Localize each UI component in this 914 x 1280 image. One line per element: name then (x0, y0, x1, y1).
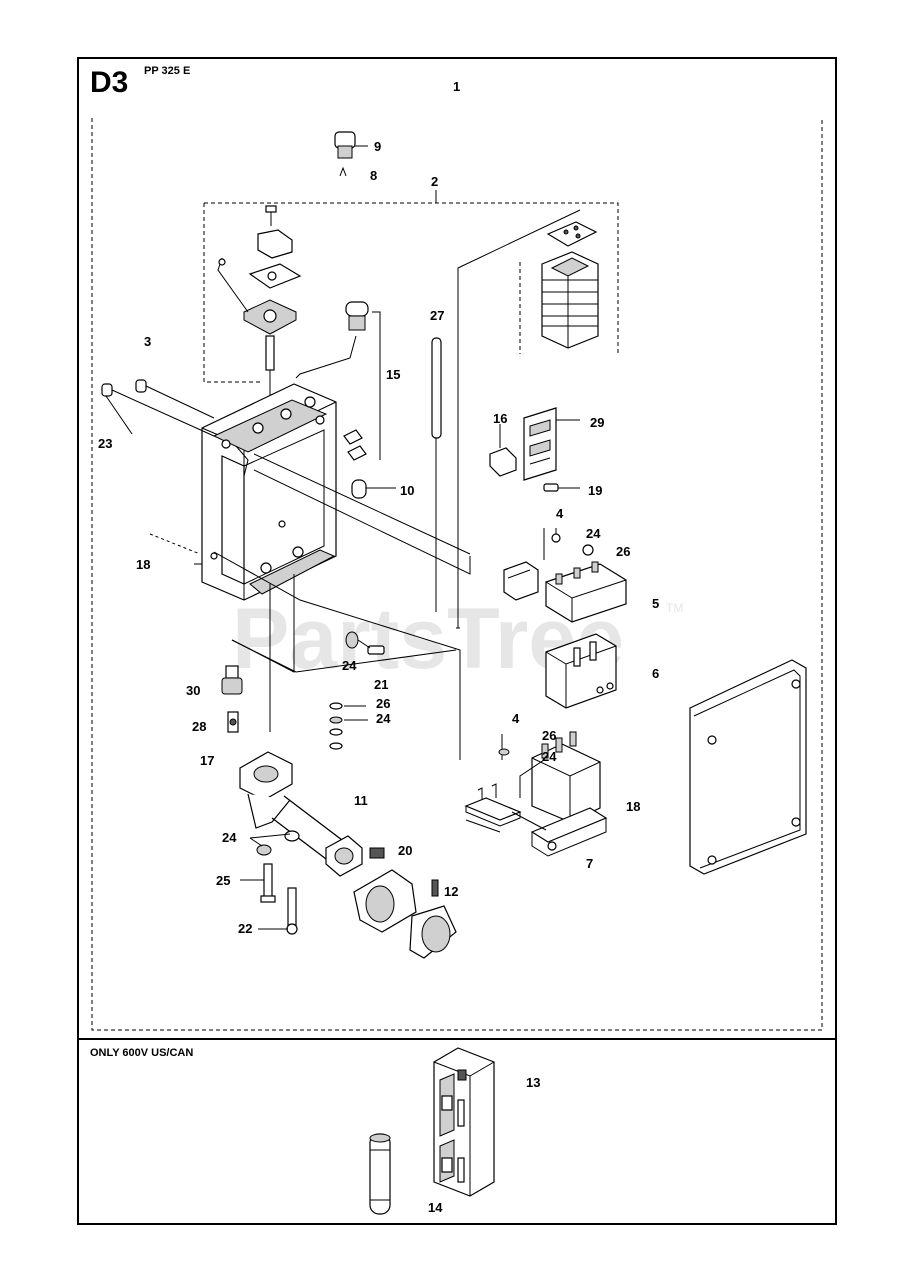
callout-24-upper: 24 (586, 526, 601, 541)
watermark-tm: TM (666, 601, 683, 615)
section-code: D3 (90, 66, 128, 99)
lower-washers (249, 830, 300, 856)
cap-part (334, 131, 368, 177)
callout-27: 27 (430, 308, 444, 323)
screw-part (345, 631, 385, 655)
button-part (295, 301, 381, 460)
inlet-assembly (239, 751, 457, 959)
callout-26-lower: 26 (542, 728, 556, 743)
washer-stack (329, 702, 368, 750)
lower-panel-title: ONLY 600V US/CAN (90, 1047, 193, 1059)
subassembly-boundary (203, 202, 619, 383)
callout-24-bottom: 24 (222, 830, 237, 845)
insulator-part (489, 424, 517, 477)
diagram-frame (77, 57, 837, 1225)
callout-18-upper: 18 (136, 557, 150, 572)
callout-9: 9 (374, 139, 381, 154)
callout-24-washer: 24 (376, 711, 391, 726)
callout-26-mid: 26 (376, 696, 390, 711)
callout-19: 19 (588, 483, 602, 498)
fuse-holder (433, 1047, 495, 1197)
callout-28: 28 (192, 719, 206, 734)
callout-7: 7 (586, 856, 593, 871)
callout-11: 11 (354, 793, 368, 808)
assembly-callout: 1 (453, 79, 460, 94)
callout-8: 8 (370, 168, 377, 183)
callout-18-lower: 18 (626, 799, 640, 814)
bolt-part (221, 665, 243, 733)
assembly-boundary (91, 118, 823, 1031)
connector-stack (217, 205, 302, 440)
base-bracket (464, 731, 608, 857)
callout-3: 3 (144, 334, 151, 349)
callout-16: 16 (493, 411, 507, 426)
cover-plate (689, 659, 807, 875)
callout-17: 17 (200, 753, 214, 768)
callout-20: 20 (398, 843, 412, 858)
callout-25: 25 (216, 873, 230, 888)
callout-14: 14 (428, 1200, 443, 1215)
relay-stack (519, 221, 599, 354)
callout-22: 22 (238, 921, 252, 936)
main-housing (201, 383, 337, 601)
callout-12: 12 (444, 884, 458, 899)
callout-4-lower: 4 (512, 711, 520, 726)
callout-21: 21 (374, 677, 388, 692)
callout-24-mid: 24 (342, 658, 357, 673)
model-name: PP 325 E (144, 65, 190, 77)
callout-24-lower: 24 (542, 749, 557, 764)
callout-29: 29 (590, 415, 604, 430)
callout-6: 6 (652, 666, 659, 681)
callout-13: 13 (526, 1075, 540, 1090)
callout-23: 23 (98, 436, 112, 451)
callout-10: 10 (400, 483, 414, 498)
contactor-part (503, 561, 627, 709)
terminal-plate (523, 407, 580, 492)
callout-15: 15 (386, 367, 400, 382)
long-screws (101, 379, 215, 437)
callout-2: 2 (431, 174, 438, 189)
lower-screws (240, 863, 298, 935)
callout-26-upper: 26 (616, 544, 630, 559)
callout-4-upper: 4 (556, 506, 564, 521)
fuse-part (369, 1133, 391, 1215)
callout-30: 30 (186, 683, 200, 698)
callout-5: 5 (652, 596, 659, 611)
rod-part (431, 337, 442, 612)
